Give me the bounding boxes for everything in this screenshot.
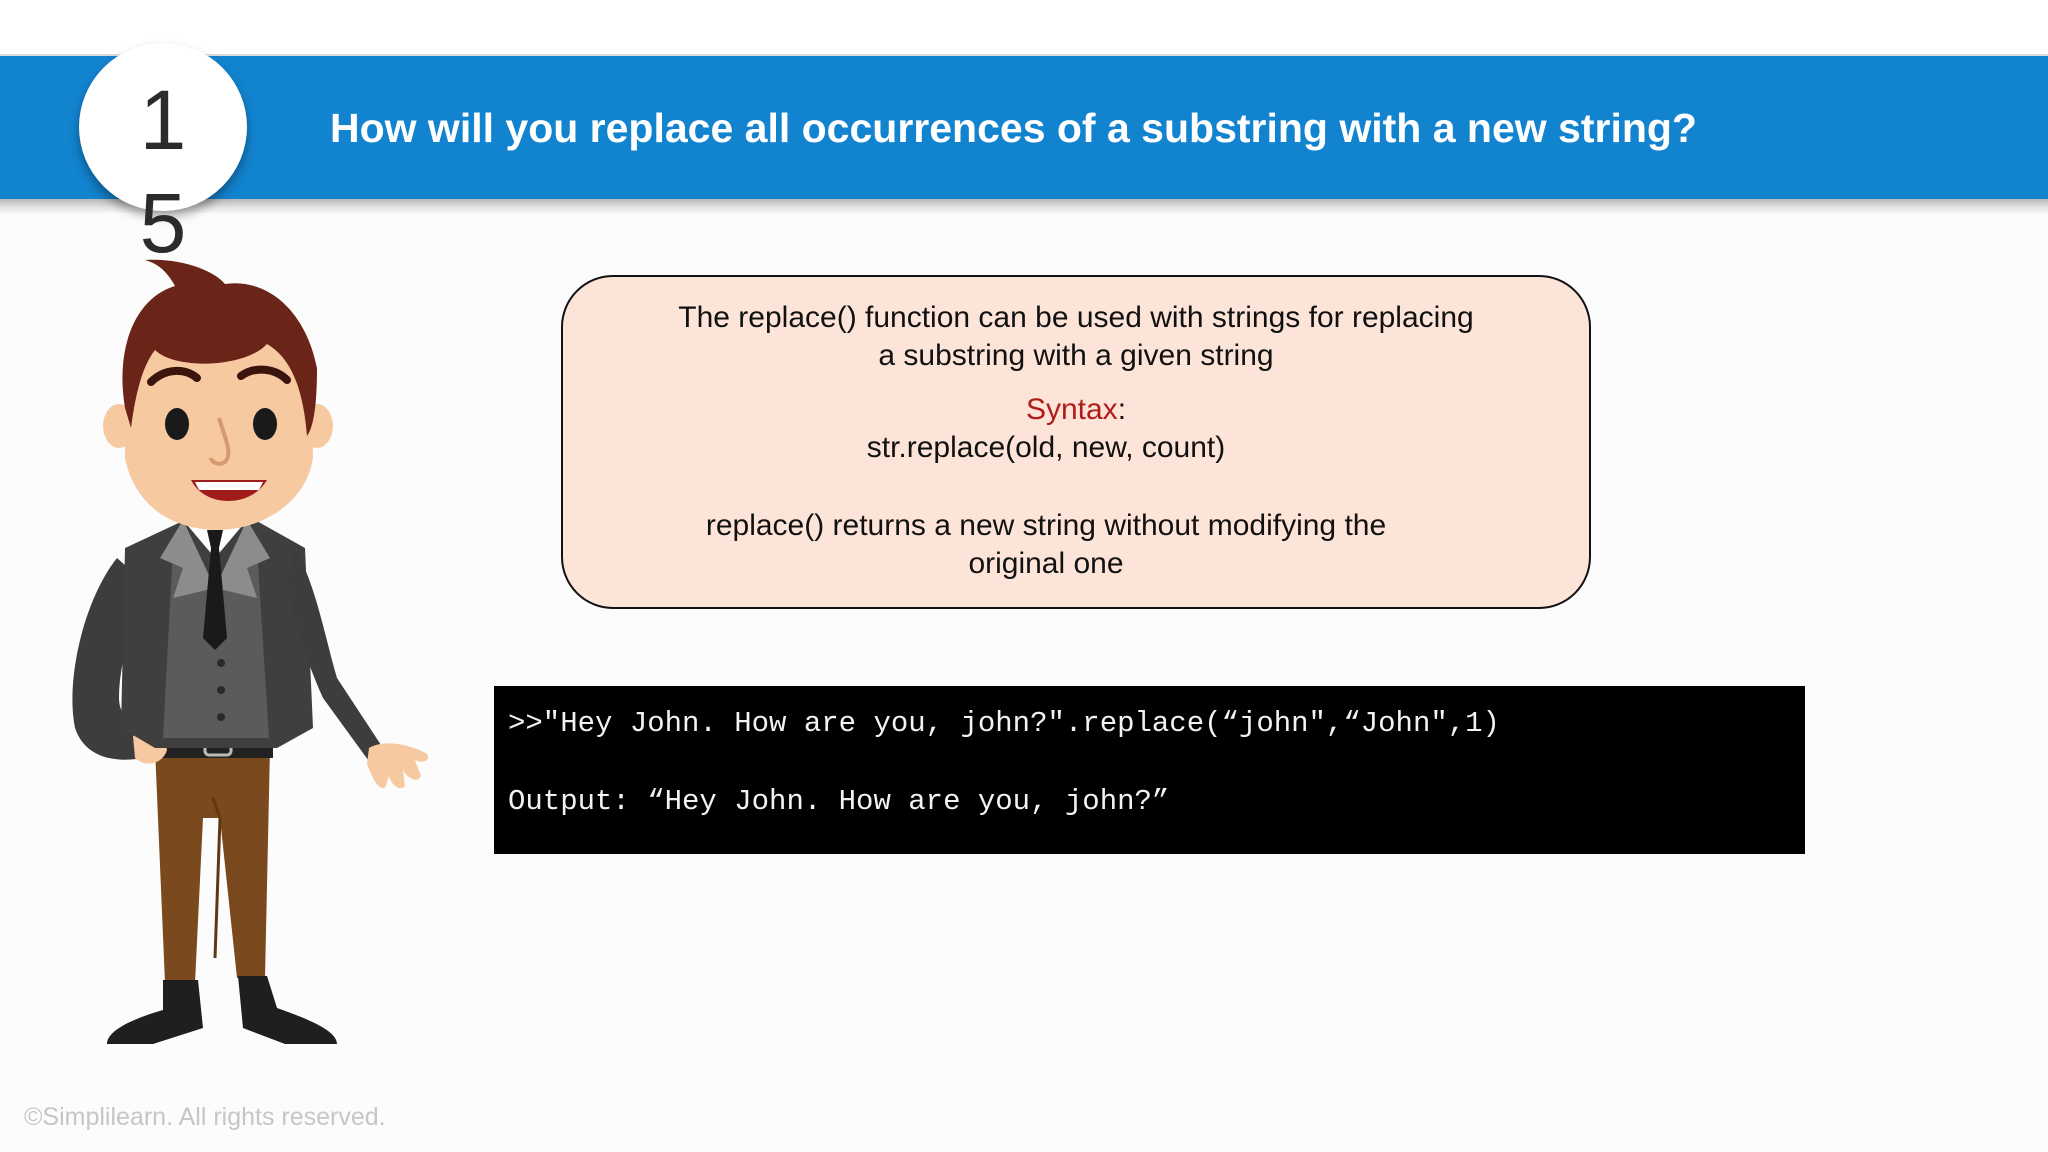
syntax-label: Syntax [1025, 393, 1118, 426]
note-line-2: original one [968, 547, 1124, 580]
syntax-code: str.replace(old, new, count) [866, 431, 1226, 464]
description-line-1: The replace() function can be used with … [678, 301, 1474, 334]
code-output-line: Output: “Hey John. How are you, john?” [508, 785, 1170, 818]
syntax-heading: Syntax: [563, 391, 1589, 429]
slide-number-digit-2: 5 [139, 176, 187, 270]
code-example-block: >>"Hey John. How are you, john?".replace… [494, 686, 1805, 854]
top-strip [0, 0, 2048, 54]
presenter-illustration [72, 259, 429, 1044]
slide-title: How will you replace all occurrences of … [330, 105, 1697, 151]
note-line-1: replace() returns a new string without m… [705, 509, 1387, 542]
code-input-line: >>"Hey John. How are you, john?".replace… [508, 707, 1500, 740]
header-shadow [0, 199, 2048, 213]
copyright-notice: ©Simplilearn. All rights reserved. [24, 1103, 386, 1131]
slide-number-badge: 1 5 [79, 43, 247, 265]
slide-number-digit-1: 1 [139, 73, 187, 167]
explanation-box: The replace() function can be used with … [561, 275, 1591, 609]
header-bar [0, 54, 2048, 201]
description-line-2: a substring with a given string [878, 339, 1274, 372]
syntax-colon: : [1117, 393, 1127, 426]
